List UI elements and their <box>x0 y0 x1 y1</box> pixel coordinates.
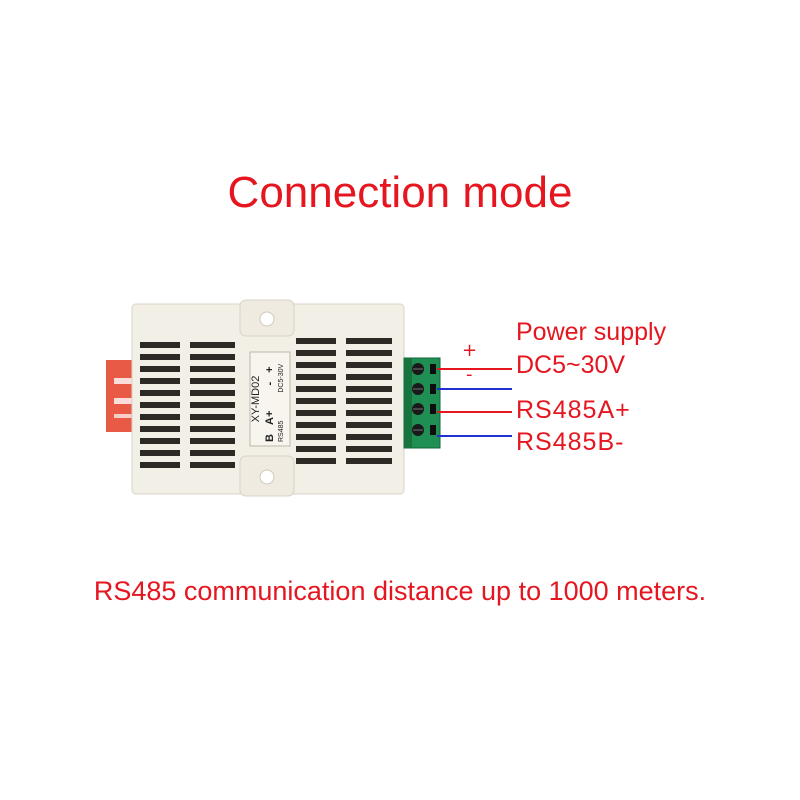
label-b: B <box>264 434 276 442</box>
vent-slot <box>296 350 336 356</box>
plus-sign: + <box>462 340 478 361</box>
vent-slot <box>190 390 235 396</box>
vent-slot <box>190 426 235 432</box>
vent-slot <box>140 438 180 444</box>
label-plus: + <box>264 366 276 373</box>
vent-slot <box>190 378 235 384</box>
vent-slot <box>296 386 336 392</box>
vent-slot <box>190 342 235 348</box>
label-a: A+ <box>264 410 276 425</box>
page-title: Connection mode <box>227 168 573 217</box>
label-plate <box>249 351 291 447</box>
vent-slot <box>346 398 392 404</box>
vent-slot <box>190 438 235 444</box>
vent-slot <box>346 350 392 356</box>
vent-slot <box>296 446 336 452</box>
vent-slot <box>140 378 180 384</box>
wires <box>437 368 512 437</box>
vent-slot <box>190 354 235 360</box>
vent-slot <box>140 414 180 420</box>
vent-slot <box>296 458 336 464</box>
vent-slot <box>190 366 235 372</box>
rs485b-label: RS485B- <box>516 428 625 456</box>
vent-slot <box>346 386 392 392</box>
vent-slot <box>346 446 392 452</box>
vent-slot <box>346 434 392 440</box>
vent-slot <box>296 434 336 440</box>
dc-voltage-label: DC5~30V <box>516 351 626 379</box>
vent-slot <box>190 414 235 420</box>
vent-slot <box>140 462 180 468</box>
minus-sign: - <box>466 364 473 385</box>
power-supply-label: Power supply <box>516 318 667 346</box>
label-dc: DC5-30V <box>278 363 285 393</box>
vent-slot <box>140 390 180 396</box>
vent-slot <box>190 402 235 408</box>
vent-slot <box>190 462 235 468</box>
vent-slot <box>140 426 180 432</box>
label-rs485: RS485 <box>278 420 285 442</box>
vent-slot <box>346 338 392 344</box>
vent-slot <box>296 362 336 368</box>
vent-slot <box>140 402 180 408</box>
footer-note: RS485 communication distance up to 1000 … <box>93 576 707 606</box>
vent-slot <box>346 458 392 464</box>
vent-slot <box>296 422 336 428</box>
vent-slot <box>296 398 336 404</box>
vent-slots <box>140 338 392 468</box>
vent-slot <box>140 342 180 348</box>
vent-slot <box>140 354 180 360</box>
label-minus: - <box>264 381 276 386</box>
vent-slot <box>140 450 180 456</box>
vent-slot <box>346 422 392 428</box>
device-model: XY-MD02 <box>250 375 262 423</box>
vent-slot <box>346 374 392 380</box>
vent-slot <box>296 338 336 344</box>
vent-slot <box>296 374 336 380</box>
vent-slot <box>346 410 392 416</box>
vent-slot <box>190 450 235 456</box>
rs485a-label: RS485A+ <box>516 396 631 424</box>
vent-slot <box>296 410 336 416</box>
vent-slot <box>346 362 392 368</box>
vent-slot <box>140 366 180 372</box>
terminal-block <box>403 357 441 449</box>
